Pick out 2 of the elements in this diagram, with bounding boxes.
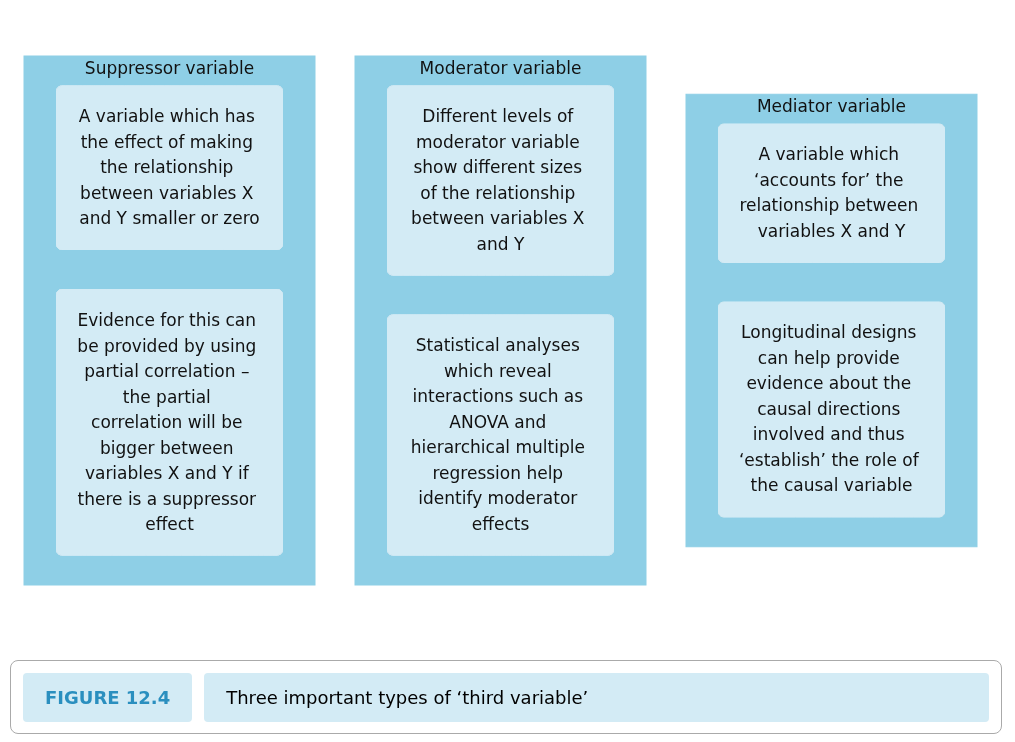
caption: Three important types of ‘third variable’ (204, 672, 989, 722)
figure-number: FIGURE 12.4 (23, 672, 193, 722)
